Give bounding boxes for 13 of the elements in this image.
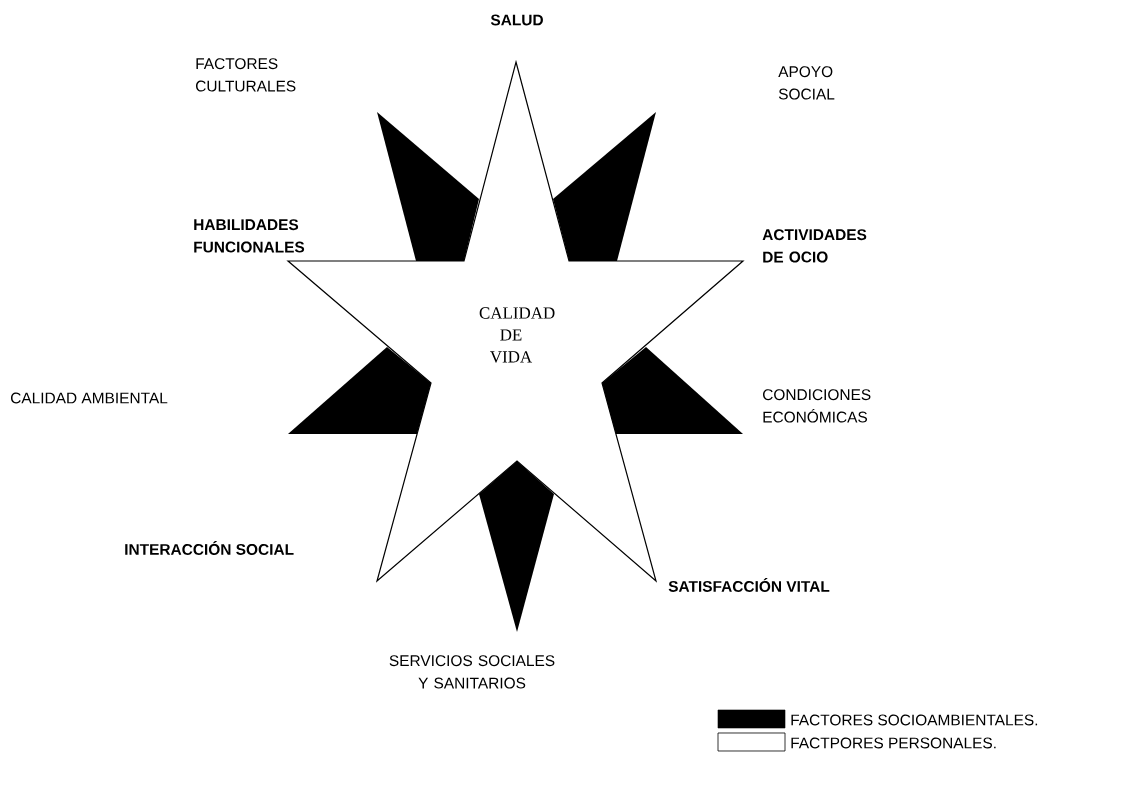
label-text: APOYO SOCIAL [778, 66, 835, 100]
label-text: ACTIVIDADES DE OCIO [762, 229, 867, 263]
label-text: CALIDAD AMBIENTAL [11, 392, 168, 404]
spike [553, 112, 656, 261]
spike [288, 347, 431, 434]
spike [377, 112, 479, 261]
legend-text: FACTORES SOCIOAMBIENTALES. [791, 714, 1038, 726]
legend-text: FACTPORES PERSONALES. [791, 737, 996, 749]
spike [602, 347, 743, 434]
label-text: SALUD [490, 14, 543, 26]
label-text: CONDICIONES ECONÓMICAS [763, 389, 871, 423]
spike [479, 461, 554, 632]
label-text: SERVICIOS SOCIALES Y SANITARIOS [389, 655, 555, 689]
